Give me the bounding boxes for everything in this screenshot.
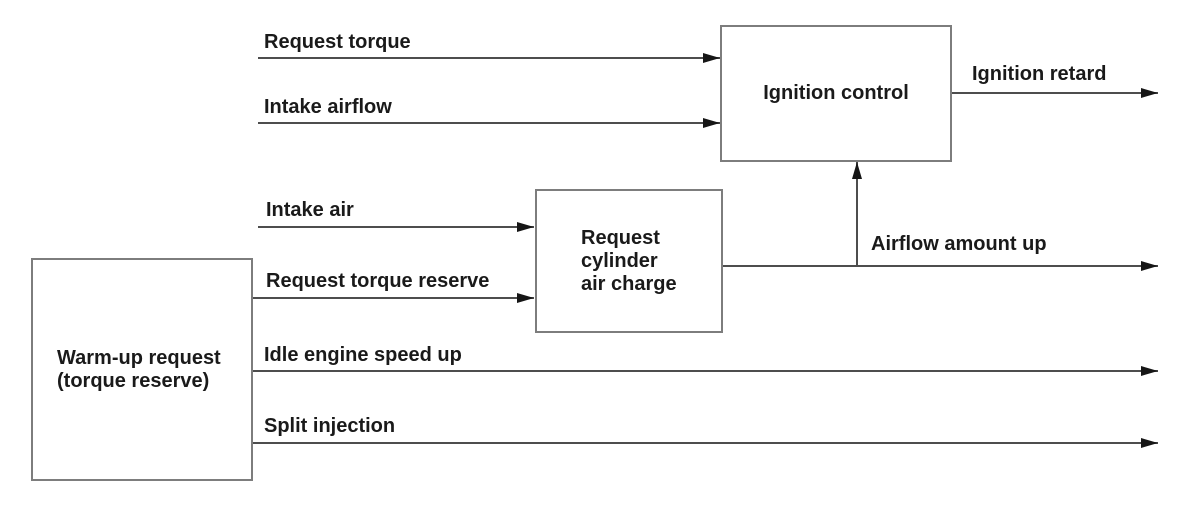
- ignition-control-box-label: Ignition control: [763, 82, 909, 104]
- split-injection-arrow: [253, 438, 1158, 448]
- arrowhead-right-icon: [517, 222, 534, 232]
- intake-airflow-label: Intake airflow: [264, 96, 392, 118]
- request-torque-label: Request torque: [264, 31, 411, 53]
- airflow-amount-up-arrow: [723, 261, 1158, 271]
- request-torque-arrow: [258, 53, 720, 63]
- request-cylinder-air-charge-box-label: Request cylinder air charge: [581, 226, 677, 295]
- ignition-retard-arrow: [952, 88, 1158, 98]
- split-injection-label: Split injection: [264, 415, 396, 437]
- arrowhead-right-icon: [1141, 261, 1158, 271]
- warmup-request-box-label: Warm-up request (torque reserve): [57, 346, 221, 392]
- arrowhead-right-icon: [703, 53, 720, 63]
- airflow-amount-up-label: Airflow amount up: [871, 233, 1047, 255]
- warmup-request-box: Warm-up request (torque reserve): [31, 258, 253, 481]
- request-cylinder-air-charge-box: Request cylinder air charge: [535, 189, 723, 333]
- request-torque-reserve-arrow: [253, 293, 534, 303]
- intake-airflow-arrow: [258, 118, 720, 128]
- idle-engine-speed-up-arrow: [253, 366, 1158, 376]
- request-torque-reserve-label: Request torque reserve: [266, 270, 490, 292]
- idle-engine-speed-up-label: Idle engine speed up: [264, 344, 462, 366]
- arrowhead-right-icon: [517, 293, 534, 303]
- ignition-control-box: Ignition control: [720, 25, 952, 162]
- arrowhead-up-icon: [852, 162, 862, 179]
- arrowhead-right-icon: [703, 118, 720, 128]
- arrowhead-right-icon: [1141, 88, 1158, 98]
- intake-air-label: Intake air: [266, 199, 354, 221]
- airflow-up-branch-arrow: [852, 162, 862, 266]
- ignition-retard-label: Ignition retard: [972, 63, 1107, 85]
- arrowhead-right-icon: [1141, 366, 1158, 376]
- arrowhead-right-icon: [1141, 438, 1158, 448]
- intake-air-arrow: [258, 222, 534, 232]
